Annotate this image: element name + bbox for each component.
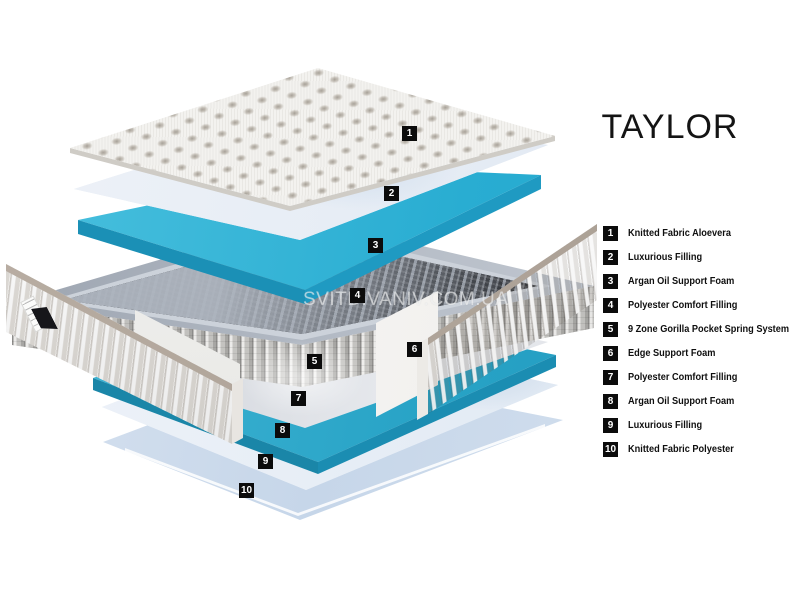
legend-item-5: 5 9 Zone Gorilla Pocket Spring System: [603, 317, 800, 341]
legend-item-2: 2 Luxurious Filling: [603, 245, 800, 269]
callout-8: 8: [275, 423, 290, 438]
legend-number-badge: 6: [603, 345, 618, 361]
legend-label: Argan Oil Support Foam: [628, 275, 735, 287]
legend-label: Argan Oil Support Foam: [628, 395, 735, 407]
watermark-text: SVITDIVANIV.COM.UA: [303, 289, 509, 310]
callout-6: 6: [407, 342, 422, 357]
callout-3: 3: [368, 238, 383, 253]
legend-number-badge: 1: [603, 225, 618, 241]
legend-label: 9 Zone Gorilla Pocket Spring System: [628, 323, 790, 335]
product-title: TAYLOR: [601, 108, 739, 146]
legend-number-badge: 7: [603, 369, 618, 385]
legend-number-badge: 8: [603, 393, 618, 409]
legend: 1 Knitted Fabric Aloevera 2 Luxurious Fi…: [603, 221, 800, 461]
callout-10: 10: [239, 483, 254, 498]
legend-item-3: 3 Argan Oil Support Foam: [603, 269, 800, 293]
legend-number-badge: 3: [603, 273, 618, 289]
legend-label: Luxurious Filling: [628, 419, 703, 431]
legend-item-10: 10 Knitted Fabric Polyester: [603, 437, 800, 461]
legend-item-7: 7 Polyester Comfort Filling: [603, 365, 800, 389]
legend-item-1: 1 Knitted Fabric Aloevera: [603, 221, 800, 245]
legend-label: Luxurious Filling: [628, 251, 703, 263]
callout-2: 2: [384, 186, 399, 201]
legend-number-badge: 10: [603, 441, 618, 457]
legend-number-badge: 5: [603, 321, 618, 337]
legend-item-8: 8 Argan Oil Support Foam: [603, 389, 800, 413]
callout-5: 5: [307, 354, 322, 369]
legend-item-9: 9 Luxurious Filling: [603, 413, 800, 437]
legend-item-6: 6 Edge Support Foam: [603, 341, 800, 365]
legend-item-4: 4 Polyester Comfort Filling: [603, 293, 800, 317]
legend-label: Knitted Fabric Polyester: [628, 443, 734, 455]
callout-7: 7: [291, 391, 306, 406]
legend-label: Edge Support Foam: [628, 347, 716, 359]
legend-number-badge: 9: [603, 417, 618, 433]
callout-1: 1: [402, 126, 417, 141]
legend-label: Polyester Comfort Filling: [628, 371, 738, 383]
legend-label: Polyester Comfort Filling: [628, 299, 738, 311]
legend-number-badge: 2: [603, 249, 618, 265]
legend-label: Knitted Fabric Aloevera: [628, 227, 731, 239]
legend-number-badge: 4: [603, 297, 618, 313]
callout-4: 4: [350, 288, 365, 303]
callout-9: 9: [258, 454, 273, 469]
